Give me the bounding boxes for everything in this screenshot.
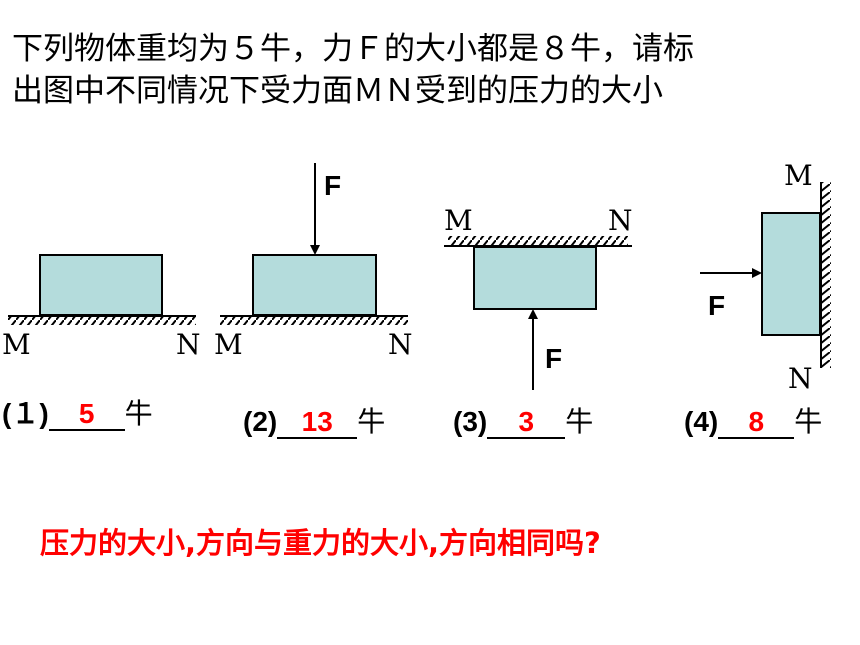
figure-1-n-label: N [176, 328, 201, 361]
figure-4: F M N [700, 159, 831, 395]
follow-up-question: 压力的大小,方向与重力的大小,方向相同吗? [40, 526, 601, 560]
figure-1-m-label: M [2, 328, 31, 361]
answer-3-value: 3 [487, 407, 566, 439]
figure-2-block [252, 254, 377, 316]
problem-statement: 下列物体重均为５牛，力Ｆ的大小都是８牛，请标 出图中不同情况下受力面ＭＮ受到的压… [12, 28, 694, 112]
answer-1-unit: 牛 [124, 397, 153, 430]
answer-3-unit: 牛 [565, 405, 594, 438]
figure-4-n-label: N [788, 362, 813, 395]
answer-2-unit: 牛 [357, 405, 386, 438]
figure-3: F M N [444, 204, 633, 390]
figure-1-block [39, 254, 163, 316]
problem-line-1: 下列物体重均为５牛，力Ｆ的大小都是８牛，请标 [12, 31, 694, 67]
figure-4-block [761, 212, 821, 336]
figure-3-n-label: N [608, 204, 633, 237]
answer-1-label: (１) [2, 398, 49, 429]
figure-3-block [473, 246, 597, 310]
figure-4-m-label: M [784, 159, 813, 192]
figure-2-force-label: F [324, 170, 341, 201]
figure-3-surface-hatch [448, 236, 628, 245]
figure-3-force-label: F [545, 343, 562, 374]
figure-2: F M N [214, 163, 413, 361]
answer-3-label: (3) [453, 406, 488, 437]
answer-2-value: 13 [277, 407, 358, 439]
figure-1-surface-hatch [8, 316, 196, 325]
figure-1: M N [2, 254, 201, 361]
answer-2-label: (2) [243, 406, 278, 437]
figure-2-m-label: M [214, 328, 243, 361]
figure-2-n-label: N [388, 328, 413, 361]
answer-1-value: 5 [48, 399, 125, 431]
problem-line-2: 出图中不同情况下受力面ＭＮ受到的压力的大小 [12, 73, 663, 109]
answer-4-value: 8 [718, 407, 795, 439]
figure-4-surface-hatch [822, 182, 831, 368]
figure-4-force-label: F [708, 290, 725, 321]
figure-2-surface-hatch [220, 316, 408, 325]
answer-4-unit: 牛 [794, 405, 823, 438]
answer-4-label: (4) [684, 406, 719, 437]
figure-3-m-label: M [444, 204, 473, 237]
